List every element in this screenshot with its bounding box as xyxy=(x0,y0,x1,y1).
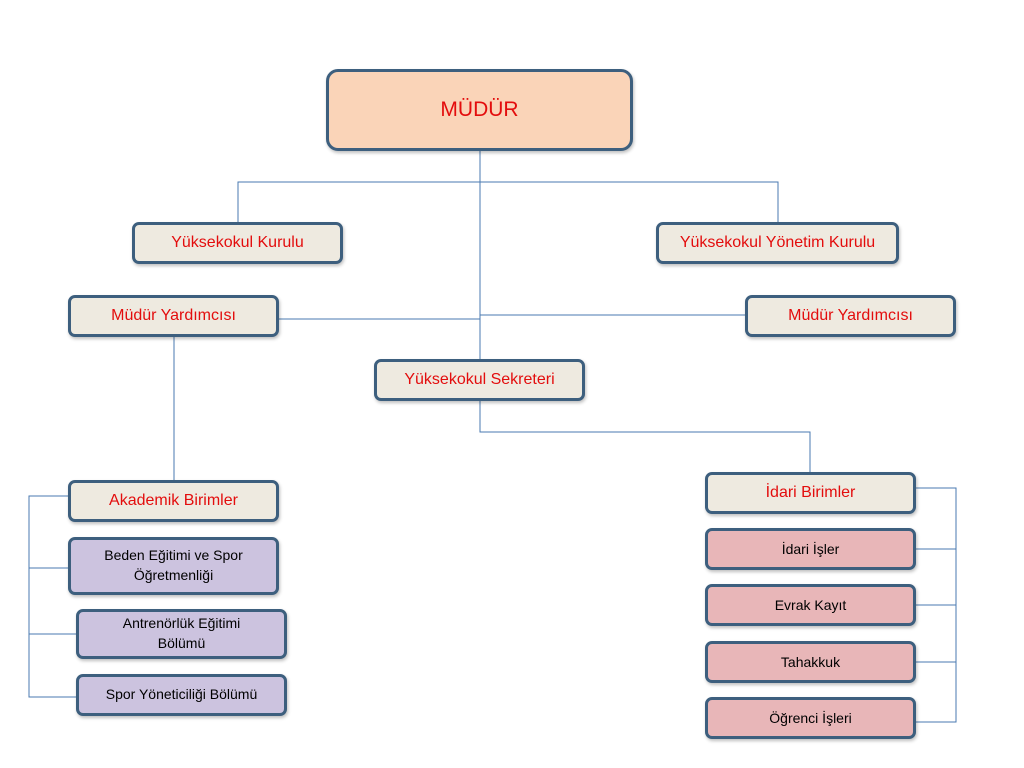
connector-boards xyxy=(237,181,779,222)
administrative-office-label: Evrak Kayıt xyxy=(774,597,847,613)
school-board-box: Yüksekokul Kurulu xyxy=(132,222,343,264)
administrative-office-label: Tahakkuk xyxy=(780,654,841,670)
academic-department-label: Beden Eğitimi ve Spor Öğretmenliği xyxy=(104,547,243,583)
secretary-label: Yüksekokul Sekreteri xyxy=(404,371,555,388)
administrative-units-box: İdari Birimler xyxy=(705,472,916,514)
administrative-office-label: Öğrenci İşleri xyxy=(769,710,852,726)
vice-director-left-label: Müdür Yardımcısı xyxy=(111,307,236,324)
executive-board-label: Yüksekokul Yönetim Kurulu xyxy=(679,234,876,251)
academic-department-label: Spor Yöneticiliği Bölümü xyxy=(105,686,258,703)
academic-units-box: Akademik Birimler xyxy=(68,480,279,522)
school-board-label: Yüksekokul Kurulu xyxy=(171,234,304,251)
vice-director-right-box: Müdür Yardımcısı xyxy=(745,295,956,337)
executive-board-box: Yüksekokul Yönetim Kurulu xyxy=(656,222,899,264)
academic-department-item: Spor Yöneticiliği Bölümü xyxy=(76,674,287,716)
academic-department-item: Beden Eğitimi ve Spor Öğretmenliği xyxy=(68,537,279,595)
administrative-office-item: Tahakkuk xyxy=(705,641,916,683)
director-label: MÜDÜR xyxy=(440,98,519,121)
secretary-box: Yüksekokul Sekreteri xyxy=(374,359,585,401)
administrative-office-item: Öğrenci İşleri xyxy=(705,697,916,739)
administrative-office-item: İdari İşler xyxy=(705,528,916,570)
academic-department-item: Antrenörlük Eğitimi Bölümü xyxy=(76,609,287,659)
connector-administrative xyxy=(479,400,811,472)
director-box: MÜDÜR xyxy=(326,69,633,151)
vice-director-right-label: Müdür Yardımcısı xyxy=(788,307,913,324)
academic-department-label: Antrenörlük Eğitimi Bölümü xyxy=(122,615,241,651)
administrative-units-label: İdari Birimler xyxy=(765,484,856,501)
administrative-office-item: Evrak Kayıt xyxy=(705,584,916,626)
vice-director-left-box: Müdür Yardımcısı xyxy=(68,295,279,337)
academic-units-label: Akademik Birimler xyxy=(109,492,238,509)
bracket-academic xyxy=(28,495,76,698)
administrative-office-label: İdari İşler xyxy=(781,541,840,557)
